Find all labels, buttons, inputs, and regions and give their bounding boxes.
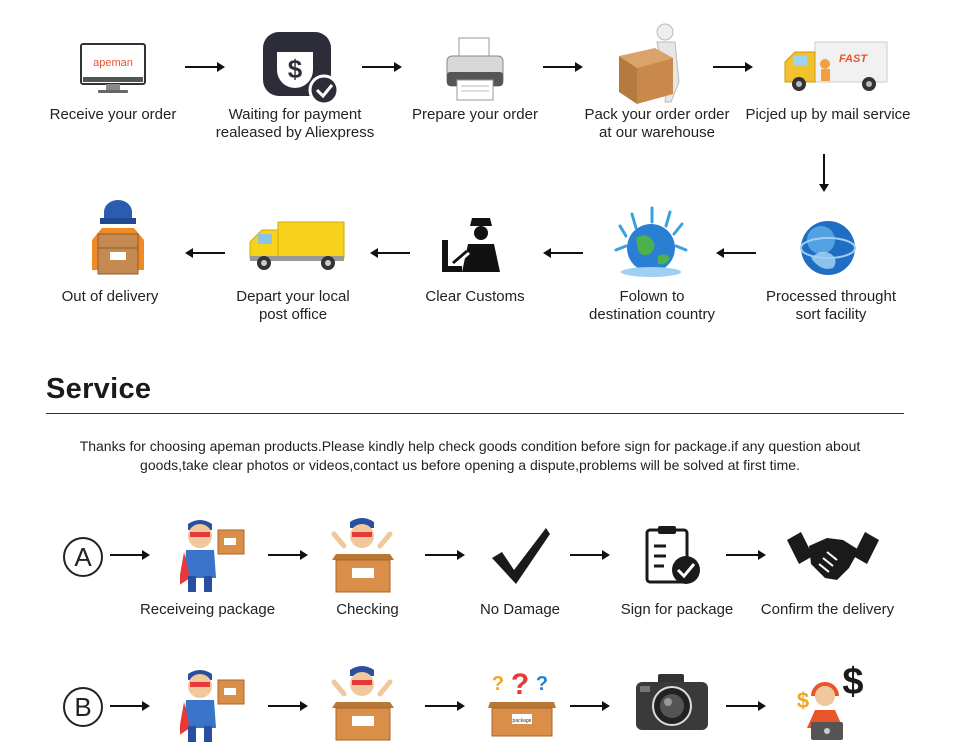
- row-b-marker: B: [63, 687, 103, 727]
- step-waiting-payment: Waiting for payment realeased by Aliexpr…: [215, 106, 375, 141]
- customs-officer-icon: [438, 216, 504, 274]
- row-a-marker: A: [63, 537, 103, 577]
- arrow-right-icon: [726, 701, 766, 711]
- svg-text:?: ?: [511, 668, 529, 701]
- arrow-right-icon: [713, 62, 753, 72]
- service-title: Service: [46, 373, 152, 405]
- arrow-right-icon: [425, 550, 465, 560]
- arrow-right-icon: [425, 701, 465, 711]
- step-out-of-delivery: Out of delivery: [61, 288, 159, 305]
- step-pack-order: Pack your order order at our warehouse: [584, 106, 730, 141]
- arrow-right-icon: [543, 62, 583, 72]
- arrow-left-icon: [716, 248, 756, 258]
- hero-receive-icon: [178, 666, 246, 742]
- delivery-man-icon: [88, 200, 148, 278]
- camera-icon: [634, 672, 710, 732]
- delivery-truck-icon: FAST: [783, 40, 889, 96]
- svg-text:package: package: [513, 718, 532, 724]
- yellow-truck-icon: [248, 220, 346, 272]
- monitor-icon: apeman: [80, 43, 146, 95]
- label-no-damage: No Damage: [479, 601, 561, 618]
- service-note: Thanks for choosing apeman products.Plea…: [79, 438, 861, 473]
- svg-text:FAST: FAST: [839, 53, 868, 65]
- step-picked-up: Picjed up by mail service: [745, 106, 911, 123]
- hero-checking-icon: [330, 664, 396, 742]
- blue-globe-icon: [797, 218, 859, 278]
- hero-receive-icon: [178, 516, 246, 594]
- apeman-logo: apeman: [93, 57, 133, 69]
- step-receive-order: Receive your order: [49, 106, 177, 123]
- arrow-right-icon: [110, 550, 150, 560]
- arrow-right-icon: [726, 550, 766, 560]
- arrow-right-icon: [268, 550, 308, 560]
- refund-support-icon: $ $: [793, 661, 867, 742]
- arrow-right-icon: [268, 701, 308, 711]
- step-follow-destination: Folown to destination country: [589, 288, 715, 323]
- arrow-left-icon: [370, 248, 410, 258]
- label-confirm-delivery: Confirm the delivery: [760, 601, 895, 618]
- step-prepare-order: Prepare your order: [412, 106, 538, 123]
- arrow-right-icon: [570, 550, 610, 560]
- svg-text:$: $: [797, 688, 809, 713]
- arrow-right-icon: [110, 701, 150, 711]
- svg-text:$: $: [288, 54, 303, 84]
- hero-checking-icon: [330, 516, 396, 594]
- step-clear-customs: Clear Customs: [425, 288, 525, 305]
- globe-splash-icon: [612, 206, 690, 278]
- arrow-right-icon: [570, 701, 610, 711]
- question-box-icon: ? ? ? package: [486, 666, 558, 738]
- svg-text:?: ?: [536, 673, 548, 695]
- step-depart-post-office: Depart your local post office: [236, 288, 350, 323]
- label-receiving-package: Receiveing package: [139, 601, 276, 618]
- clipboard-check-icon: [644, 524, 702, 586]
- arrow-left-icon: [185, 248, 225, 258]
- pack-box-icon: [615, 22, 687, 106]
- label-checking: Checking: [336, 601, 399, 618]
- step-processed-sort: Processed throught sort facility: [765, 288, 897, 323]
- label-sign-for-package: Sign for package: [620, 601, 734, 618]
- handshake-icon: [787, 526, 879, 586]
- checkmark-icon: [490, 526, 552, 586]
- svg-text:?: ?: [492, 673, 504, 695]
- payment-dollar-icon: $: [261, 30, 341, 106]
- svg-text:$: $: [842, 662, 863, 703]
- printer-icon: [445, 36, 505, 102]
- divider: [46, 413, 904, 414]
- arrow-left-icon: [543, 248, 583, 258]
- arrow-down-icon: [819, 154, 829, 192]
- arrow-right-icon: [362, 62, 402, 72]
- arrow-right-icon: [185, 62, 225, 72]
